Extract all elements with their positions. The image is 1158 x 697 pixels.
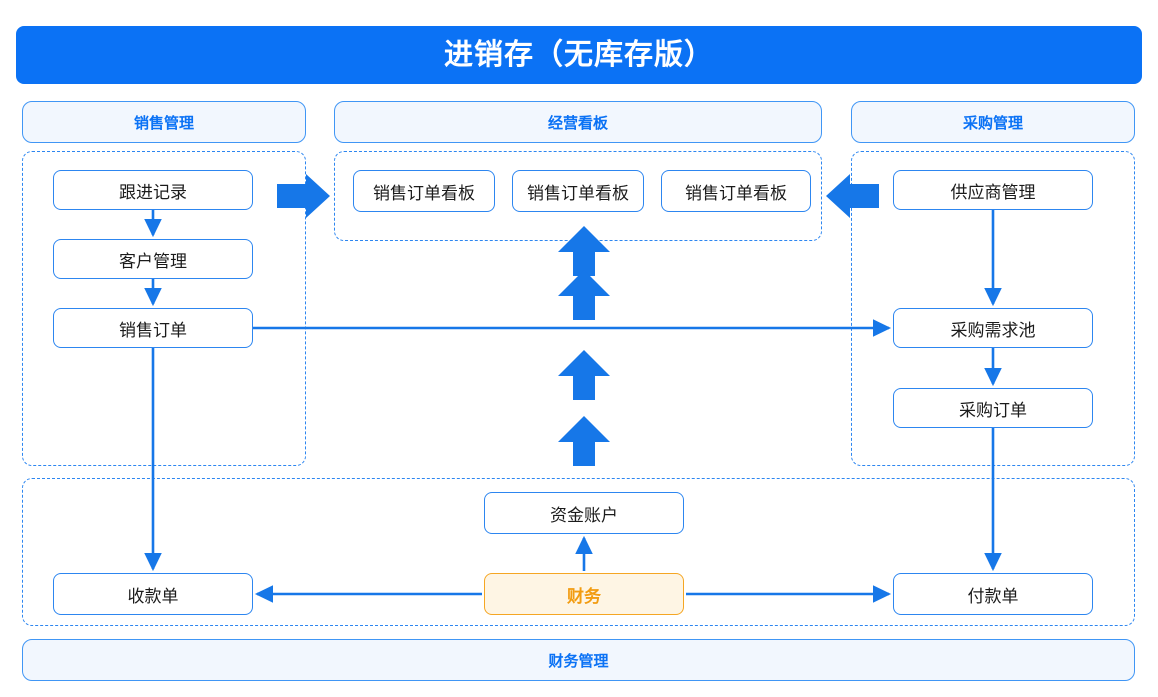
section-header-purchase[interactable]: 采购管理 xyxy=(851,101,1135,143)
section-header-board[interactable]: 经营看板 xyxy=(334,101,822,143)
section-header-finance[interactable]: 财务管理 xyxy=(22,639,1135,681)
section-header-board-label: 经营看板 xyxy=(547,114,608,132)
node-follow-up-record-label: 跟进记录 xyxy=(119,182,187,202)
node-purchase-order[interactable]: 采购订单 xyxy=(893,388,1093,428)
node-receipt-voucher-label: 收款单 xyxy=(127,586,179,606)
section-header-purchase-label: 采购管理 xyxy=(962,114,1023,132)
region-finance xyxy=(22,478,1135,626)
node-supplier-management[interactable]: 供应商管理 xyxy=(893,170,1093,210)
block-arrow-up-icon-3 xyxy=(558,350,610,400)
section-header-sales-label: 销售管理 xyxy=(133,114,194,132)
section-header-finance-label: 财务管理 xyxy=(548,652,609,670)
node-sales-order-board-2[interactable]: 销售订单看板 xyxy=(512,170,644,212)
node-purchase-demand-pool[interactable]: 采购需求池 xyxy=(893,308,1093,348)
node-sales-order-board-2-label: 销售订单看板 xyxy=(527,183,629,203)
node-customer-management[interactable]: 客户管理 xyxy=(53,239,253,279)
node-payment-voucher[interactable]: 付款单 xyxy=(893,573,1093,615)
node-fund-account-label: 资金账户 xyxy=(550,505,618,525)
node-finance-hub[interactable]: 财务 xyxy=(484,573,684,615)
block-arrow-up-icon-2 xyxy=(558,270,610,320)
page-title: 进销存（无库存版） xyxy=(443,38,714,71)
node-customer-management-label: 客户管理 xyxy=(119,251,187,271)
node-follow-up-record[interactable]: 跟进记录 xyxy=(53,170,253,210)
node-sales-order-board-3[interactable]: 销售订单看板 xyxy=(661,170,811,212)
section-header-sales[interactable]: 销售管理 xyxy=(22,101,306,143)
node-sales-order-board-1-label: 销售订单看板 xyxy=(373,183,475,203)
node-fund-account[interactable]: 资金账户 xyxy=(484,492,684,534)
region-sales xyxy=(22,151,306,466)
node-receipt-voucher[interactable]: 收款单 xyxy=(53,573,253,615)
block-arrow-up-icon-4 xyxy=(558,416,610,466)
node-supplier-management-label: 供应商管理 xyxy=(950,182,1036,202)
node-payment-voucher-label: 付款单 xyxy=(967,586,1019,606)
page-title-bar: 进销存（无库存版） xyxy=(16,26,1142,84)
node-finance-hub-label: 财务 xyxy=(567,586,601,606)
node-sales-order-label: 销售订单 xyxy=(119,320,187,340)
node-purchase-order-label: 采购订单 xyxy=(959,400,1027,420)
node-sales-order-board-1[interactable]: 销售订单看板 xyxy=(353,170,495,212)
node-sales-order-board-3-label: 销售订单看板 xyxy=(685,183,787,203)
node-purchase-demand-pool-label: 采购需求池 xyxy=(950,320,1036,340)
node-sales-order[interactable]: 销售订单 xyxy=(53,308,253,348)
